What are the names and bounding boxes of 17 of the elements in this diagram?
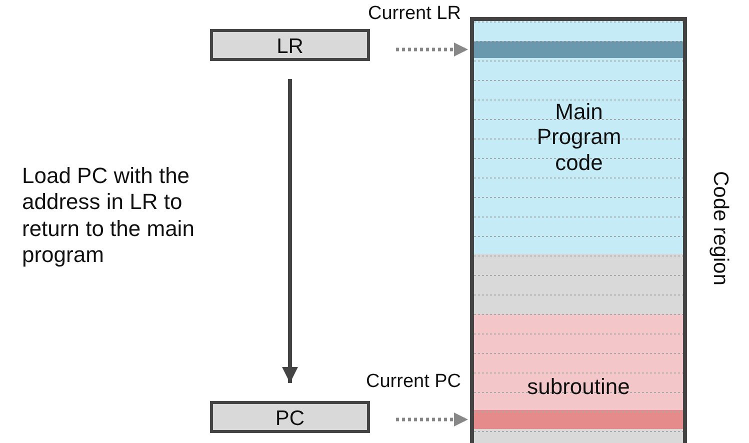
band-label: subroutine xyxy=(526,374,631,400)
band-label: Main Program code xyxy=(536,99,622,175)
register-label: LR xyxy=(276,34,304,60)
arrow xyxy=(282,79,298,383)
register-label: PC xyxy=(274,406,306,432)
register-box xyxy=(210,29,370,61)
edge-label: Load PC with the address in LR to return to the main program xyxy=(22,163,196,269)
edge-label: Current LR xyxy=(368,4,462,25)
edge-label: Current PC xyxy=(366,372,462,393)
code-band xyxy=(474,314,683,429)
memory-row xyxy=(474,410,683,429)
arrow xyxy=(396,412,468,426)
region-title: Code region xyxy=(708,171,733,286)
register-box xyxy=(210,401,370,433)
arrow xyxy=(396,42,468,56)
code-band xyxy=(474,21,683,254)
memory-row xyxy=(474,41,683,58)
